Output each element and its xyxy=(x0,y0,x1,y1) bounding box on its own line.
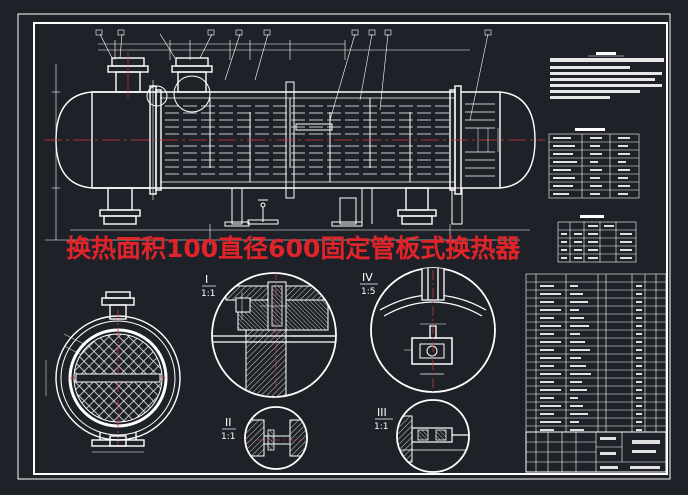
parts-row-text xyxy=(636,317,642,319)
parts-row-text xyxy=(540,349,554,351)
parts-row-text xyxy=(570,349,590,351)
title-block xyxy=(525,431,667,473)
technical-characteristics-table xyxy=(548,128,640,199)
detail-III-scale: 1:1 xyxy=(374,422,388,432)
parts-row-text xyxy=(636,357,642,359)
parts-row-text xyxy=(540,413,554,415)
sheet-border xyxy=(17,13,671,480)
parts-row-text xyxy=(570,333,580,335)
parts-row-text xyxy=(636,373,642,375)
parts-row-text xyxy=(636,285,642,287)
parts-row-text xyxy=(540,405,561,407)
detail-II-roman: II xyxy=(225,416,232,429)
parts-row-text xyxy=(540,325,561,327)
nozzle-table xyxy=(557,215,637,263)
parts-row-text xyxy=(540,285,554,287)
parts-row-text xyxy=(570,293,583,295)
bottom-nozzle-left xyxy=(99,187,141,225)
parts-row-text xyxy=(540,293,561,295)
parts-row-text xyxy=(636,293,642,295)
parts-row-text xyxy=(570,341,585,343)
parts-row-text xyxy=(540,301,554,303)
parts-row-text xyxy=(636,421,642,423)
parts-row-text xyxy=(636,301,642,303)
top-nozzle-left xyxy=(107,52,149,98)
parts-row-text xyxy=(540,365,554,367)
end-view xyxy=(45,291,181,453)
parts-row-text xyxy=(540,357,561,359)
parts-row-text xyxy=(570,365,586,367)
bottom-nozzle-right xyxy=(397,187,437,225)
parts-row-text xyxy=(540,421,561,423)
parts-row-text xyxy=(570,405,583,407)
saddle-left xyxy=(224,187,279,227)
parts-row-text xyxy=(570,381,582,383)
parts-row-text xyxy=(540,429,554,431)
tube-bundle xyxy=(165,103,495,177)
parts-row-text xyxy=(636,309,642,311)
parts-row-text xyxy=(570,285,578,287)
parts-row-text xyxy=(540,389,561,391)
parts-row-text xyxy=(636,333,642,335)
parts-row-text xyxy=(570,309,579,311)
detail-IV-scale: 1:5 xyxy=(361,287,375,297)
top-dimension-lines xyxy=(45,29,530,245)
parts-row-text xyxy=(540,309,561,311)
parts-row-text xyxy=(570,421,579,423)
technical-requirements-block xyxy=(550,52,664,99)
parts-row-text xyxy=(540,373,561,375)
parts-row-text xyxy=(570,389,587,391)
parts-list-rows xyxy=(526,281,666,431)
parts-row-text xyxy=(636,341,642,343)
parts-row-text xyxy=(570,413,588,415)
parts-row-text xyxy=(540,397,554,399)
parts-row-text xyxy=(540,333,554,335)
parts-row-text xyxy=(570,373,591,375)
parts-row-text xyxy=(636,381,642,383)
saddle-right xyxy=(331,187,463,227)
parts-row-text xyxy=(636,349,642,351)
parts-row-text xyxy=(570,317,584,319)
parts-row-text xyxy=(540,381,554,383)
parts-row-text xyxy=(636,325,642,327)
elevation-view xyxy=(44,29,545,245)
parts-row-text xyxy=(570,357,581,359)
parts-row-text xyxy=(570,301,588,303)
detail-III xyxy=(396,399,470,473)
drawing-title: 换热面积100直径600固定管板式换热器 xyxy=(66,234,521,263)
parts-row-text xyxy=(636,429,642,431)
detail-III-roman: III xyxy=(377,406,387,419)
parts-row-text xyxy=(540,317,554,319)
detail-II-scale: 1:1 xyxy=(221,432,235,442)
right-channel-head xyxy=(461,91,536,189)
detail-II xyxy=(244,406,308,470)
parts-row-text xyxy=(636,365,642,367)
detail-I-roman: I xyxy=(205,273,208,286)
parts-list-table xyxy=(525,273,667,433)
parts-row-text xyxy=(570,397,578,399)
parts-row-text xyxy=(636,413,642,415)
detail-IV-roman: IV xyxy=(362,271,373,284)
detail-I-scale: 1:1 xyxy=(201,289,215,299)
parts-row-text xyxy=(570,429,584,431)
parts-row-text xyxy=(540,341,561,343)
detail-I xyxy=(211,272,337,398)
parts-row-text xyxy=(570,325,589,327)
top-nozzle-right xyxy=(146,57,213,113)
right-head-dims xyxy=(477,128,499,152)
parts-row-text xyxy=(636,397,642,399)
parts-row-text xyxy=(636,389,642,391)
parts-row-text xyxy=(636,405,642,407)
detail-IV xyxy=(370,267,496,393)
